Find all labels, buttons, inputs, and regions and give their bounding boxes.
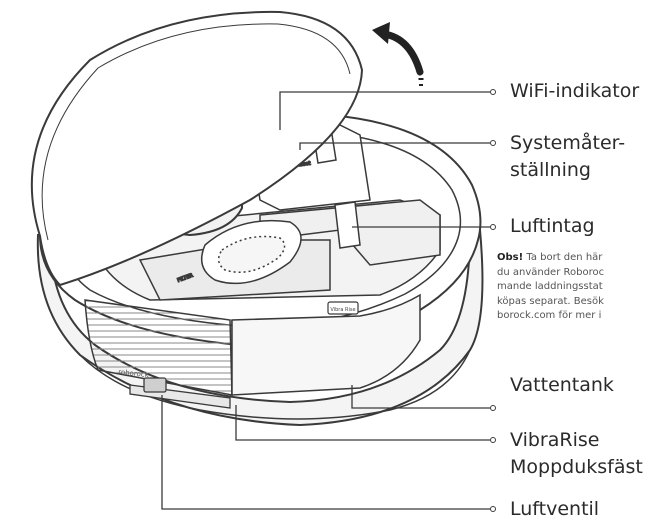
note-line1: Ta bort den här — [526, 252, 603, 263]
label-system-reset-line2: ställning — [510, 159, 591, 181]
label-air-intake: Luftintag — [510, 215, 595, 237]
air-vent-leader — [161, 395, 490, 510]
note-line5: borock.com för mer i — [497, 310, 602, 321]
lid-edge — [41, 23, 351, 241]
water-tank-leader — [351, 385, 490, 409]
tank-tag-text: Vibra Rise — [330, 307, 355, 313]
note-text: Obs! Ta bort den här du använder Roboroc… — [497, 251, 656, 324]
wifi-leader — [279, 91, 490, 130]
label-mop-mount-line2: Moppduksfäst — [510, 456, 643, 478]
note-line3: mande laddningsstat — [497, 281, 603, 292]
mop-mount — [129, 377, 231, 409]
callout-dots — [490, 89, 496, 512]
label-water-tank: Vattentank — [510, 374, 614, 396]
brand-text: roborock — [118, 368, 150, 379]
callout-lines — [161, 91, 490, 510]
open-lid — [30, 10, 364, 287]
water-tank-panel: Vibra Rise — [231, 293, 421, 396]
mop-leader — [235, 405, 490, 441]
label-mop-mount-line1: VibraRise — [510, 429, 600, 451]
note-line4: köpas separat. Besök — [497, 295, 604, 307]
open-arrow-icon — [372, 22, 424, 86]
note-bold: Obs! — [497, 252, 524, 263]
label-air-vent: Luftventil — [510, 498, 600, 520]
air-intake-filter: FILTER — [176, 219, 302, 285]
label-wifi-indicator: WiFi-indikator — [510, 80, 640, 102]
label-system-reset-line1: Systemåter- — [510, 132, 626, 154]
note-line2: du använder Roboroc — [497, 266, 605, 278]
reset-leader — [299, 142, 490, 150]
